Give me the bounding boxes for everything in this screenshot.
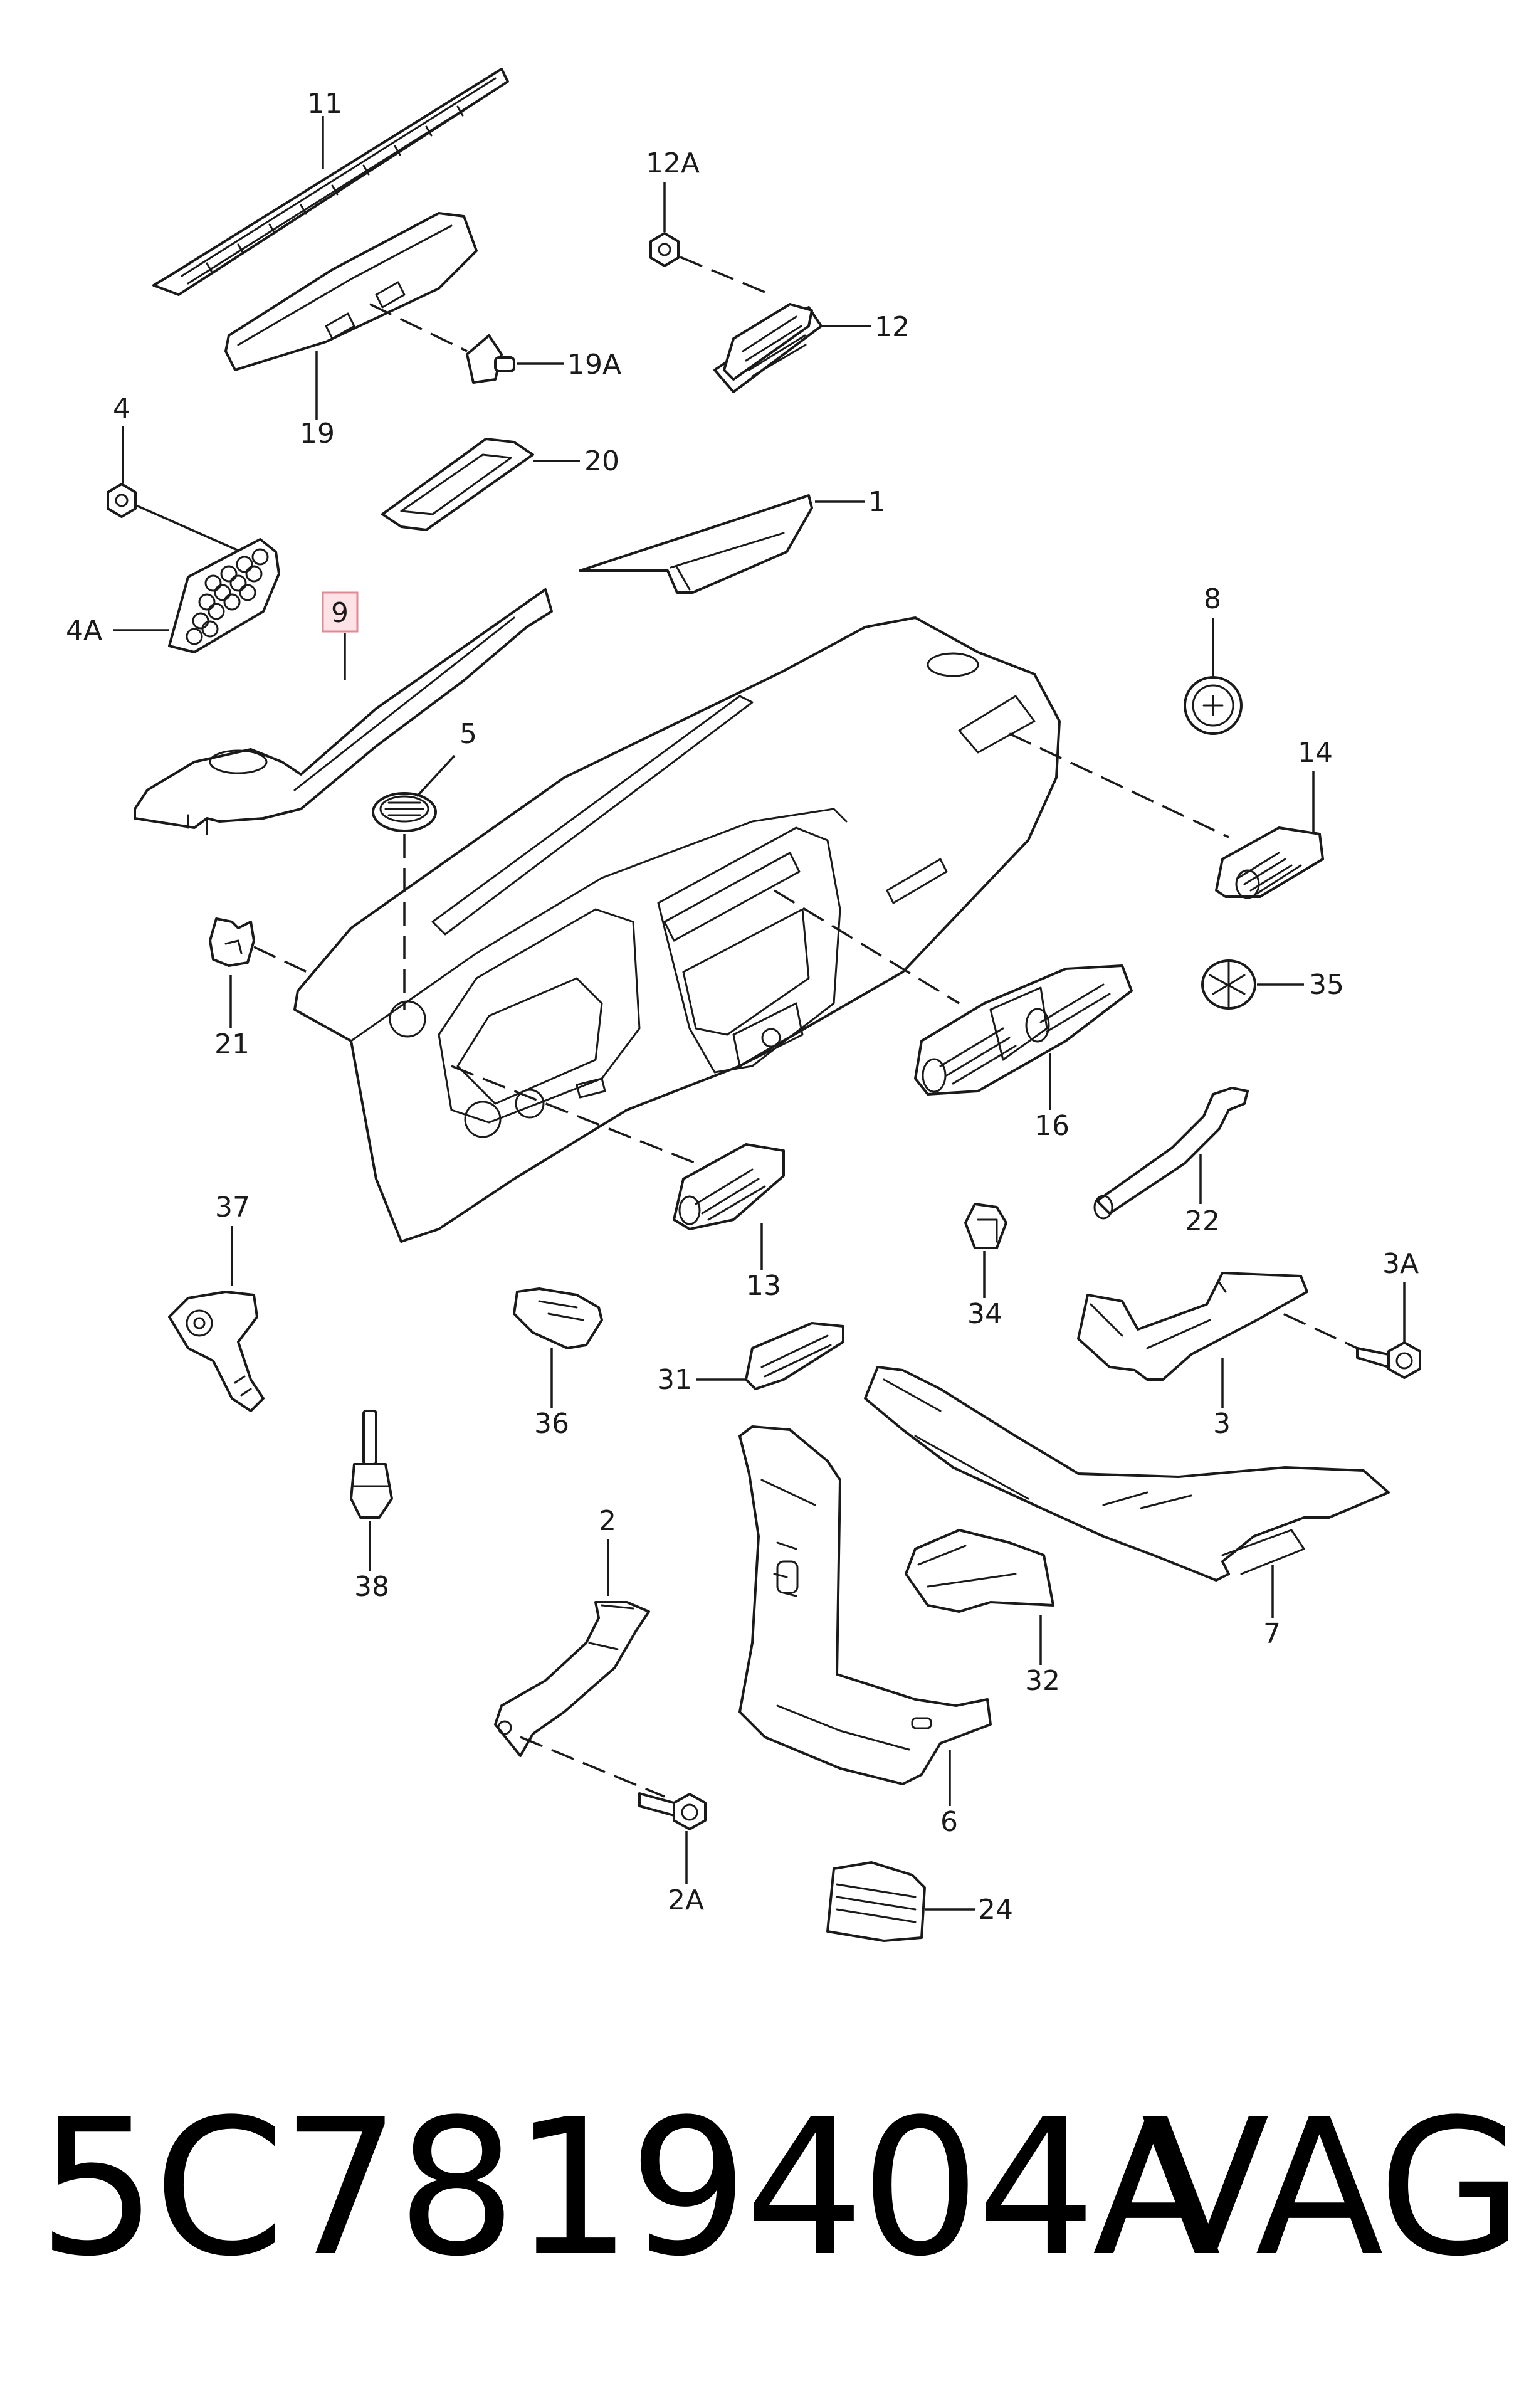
callout-22: 22 [1185, 1205, 1220, 1237]
callout-32: 32 [1025, 1665, 1060, 1697]
leader-5 [416, 754, 456, 798]
callout-31: 31 [657, 1364, 692, 1396]
callout-12A: 12A [646, 147, 700, 179]
callout-2: 2 [599, 1505, 616, 1537]
part-36-sensor[interactable] [513, 1287, 603, 1349]
part-14-side-vent[interactable] [1215, 826, 1324, 899]
part-22-hose[interactable] [1093, 1087, 1249, 1220]
callout-19: 19 [300, 418, 335, 450]
leader-2-dashed [520, 1736, 665, 1798]
callout-38: 38 [354, 1571, 389, 1603]
part-8-round-cover[interactable] [1184, 676, 1243, 735]
callout-34: 34 [967, 1298, 1002, 1330]
part-2-air-duct[interactable] [494, 1601, 650, 1757]
callout-6: 6 [940, 1806, 958, 1838]
callout-3A: 3A [1382, 1248, 1419, 1280]
part-11-defroster-vent-strip[interactable] [152, 68, 509, 296]
callout-5: 5 [460, 718, 477, 750]
part-35-round-vent[interactable] [1201, 959, 1256, 1010]
callout-21: 21 [214, 1028, 250, 1060]
callout-11: 11 [307, 88, 342, 120]
part-4A-speaker-grille[interactable] [168, 538, 280, 653]
callout-13: 13 [746, 1270, 781, 1302]
leader-16-dashed [774, 889, 960, 1005]
callout-12: 12 [875, 311, 910, 343]
callout-3: 3 [1213, 1408, 1231, 1440]
callout-19A: 19A [567, 349, 621, 381]
leader-21-dashed [253, 946, 314, 976]
part-24-small-vent[interactable] [826, 1861, 926, 1942]
leader-4-to-4A [134, 504, 242, 553]
callout-4: 4 [113, 393, 130, 425]
part-7-air-duct[interactable] [864, 1366, 1390, 1582]
part-5-round-vent[interactable] [372, 792, 437, 832]
part-38-temperature-sensor[interactable] [350, 1410, 393, 1519]
callout-16: 16 [1034, 1110, 1070, 1142]
part-9-pillar-trim[interactable] [134, 588, 553, 835]
callout-labels: 11 12A 12 19A 19 4 20 1 4A 9 8 5 14 21 3… [66, 88, 1419, 1926]
callout-36: 36 [534, 1408, 569, 1440]
part-37-sensor[interactable] [168, 1291, 265, 1412]
dashboard-assembly [293, 616, 1061, 1243]
part-32-vent-duct[interactable] [905, 1529, 1054, 1613]
leader-14-dashed [1009, 732, 1229, 838]
callout-8: 8 [1204, 583, 1221, 615]
callout-2A: 2A [668, 1884, 704, 1916]
part-31-small-vent[interactable] [745, 1322, 844, 1390]
part-1-storage-tray[interactable] [579, 494, 813, 594]
callout-20: 20 [584, 445, 619, 477]
part-number: 5C7819404A [38, 2079, 1221, 2298]
leader-12A-dashed [680, 256, 772, 296]
callout-37: 37 [215, 1191, 250, 1223]
callout-14: 14 [1298, 737, 1333, 769]
brand-name: VAG [1141, 2079, 1519, 2298]
callout-9: 9 [331, 597, 349, 629]
part-6-floor-air-duct[interactable] [738, 1425, 992, 1785]
part-34-clip[interactable] [964, 1203, 1007, 1249]
leader-3A-dashed [1222, 1284, 1358, 1349]
part-20-trim-frame[interactable] [381, 438, 534, 531]
callout-9-highlight-box [322, 591, 359, 633]
part-12A-nut[interactable] [649, 232, 680, 267]
part-3A-screw[interactable] [1356, 1341, 1421, 1379]
callout-24: 24 [978, 1894, 1013, 1926]
part-21-clip[interactable] [209, 917, 255, 967]
part-16-center-vent[interactable] [914, 964, 1133, 1096]
part-3-air-duct[interactable] [1077, 1272, 1308, 1381]
part-12-vent-grille[interactable] [713, 303, 823, 393]
part-19-defroster-duct[interactable] [224, 212, 478, 371]
leader-13-dashed [451, 1065, 696, 1164]
part-2A-screw[interactable] [638, 1792, 707, 1830]
part-19A-clip[interactable] [466, 334, 515, 384]
leader-19A-dashed [369, 303, 468, 352]
part-4-nut[interactable] [107, 483, 137, 518]
footer: 5C7819404A VAG [38, 2057, 1519, 2320]
part-13-side-vent[interactable] [673, 1143, 785, 1230]
callout-35: 35 [1309, 969, 1344, 1001]
callout-1: 1 [868, 486, 886, 518]
callout-4A: 4A [66, 615, 102, 647]
callout-7: 7 [1263, 1618, 1281, 1650]
